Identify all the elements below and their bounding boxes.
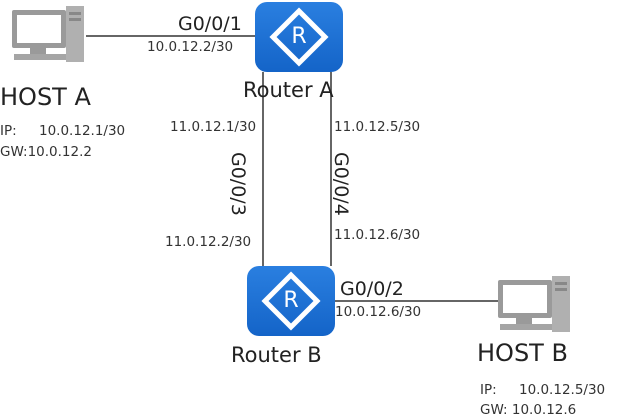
router-b-g003-ip: 11.0.12.2/30: [165, 234, 252, 250]
host-a-ip: 10.0.12.1/30: [39, 123, 126, 139]
host-b-computer-icon: [494, 274, 574, 338]
host-b-label: HOST B: [477, 339, 568, 367]
router-a-letter: R: [291, 24, 307, 49]
router-a-icon: R: [255, 2, 343, 72]
link-hosta-routera: [86, 35, 256, 37]
host-a-ip-label: IP:: [0, 123, 17, 139]
router-b-letter: R: [283, 288, 299, 313]
router-a-g004-ip: 11.0.12.5/30: [334, 119, 421, 135]
host-b-gw: GW: 10.0.12.6: [480, 402, 577, 418]
link-left-label: G0/0/3: [227, 152, 249, 216]
router-b-g004-ip: 11.0.12.6/30: [334, 227, 421, 243]
router-a-g003-ip: 11.0.12.1/30: [170, 119, 257, 135]
router-b-icon: R: [247, 266, 335, 336]
host-a-label: HOST A: [0, 83, 91, 111]
router-b-g002-label: G0/0/2: [340, 278, 404, 300]
router-b-g002-ip: 10.0.12.6/30: [335, 304, 422, 320]
host-a-computer-icon: [8, 4, 88, 68]
router-a-g001-label: G0/0/1: [178, 13, 242, 35]
link-g004: [330, 72, 332, 266]
host-a-gw: GW:10.0.12.2: [0, 144, 92, 160]
router-a-label: Router A: [243, 78, 334, 102]
link-g003: [262, 72, 264, 266]
router-b-label: Router B: [231, 343, 322, 367]
link-routerb-hostb: [334, 300, 498, 302]
link-right-label: G0/0/4: [330, 152, 352, 216]
host-b-ip: 10.0.12.5/30: [519, 382, 606, 398]
router-a-g001-ip: 10.0.12.2/30: [147, 39, 234, 55]
host-b-ip-label: IP:: [480, 382, 497, 398]
